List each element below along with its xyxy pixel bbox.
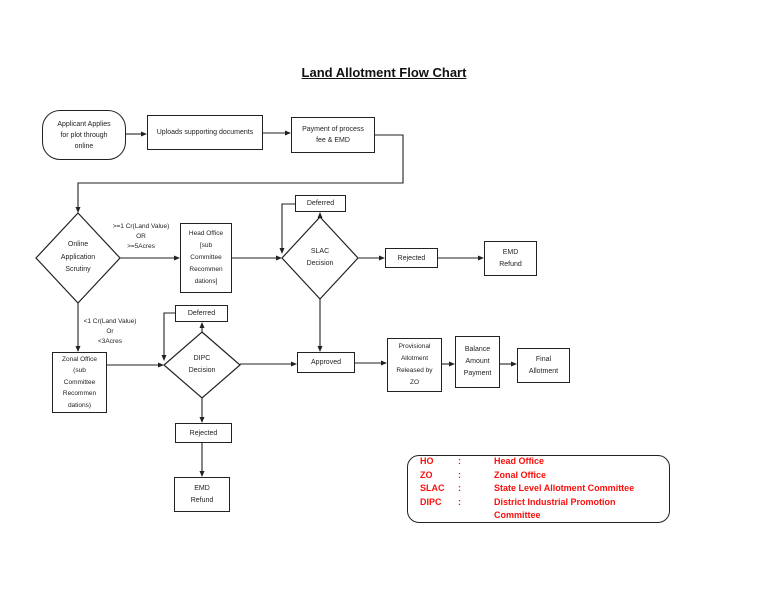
edge-payment-scrutiny — [77, 134, 404, 207]
arrowhead — [174, 255, 180, 261]
arrowhead — [449, 361, 455, 367]
final-allotment-node: Final Allotment — [517, 348, 570, 383]
arrowhead — [317, 212, 323, 218]
approved-node: Approved — [297, 352, 355, 373]
slac-rejected-node: Rejected — [385, 248, 438, 268]
legend-full: Zonal Office — [494, 469, 547, 480]
legend-full: District Industrial Promotion Committee — [494, 496, 616, 521]
legend-full: State Level Allotment Committee — [494, 483, 635, 494]
dipc-rejected-node: Rejected — [175, 423, 232, 443]
legend-abbr: ZO — [420, 469, 433, 480]
condition-label-low-value: <1 Cr(Land Value) Or <3Acres — [83, 318, 137, 345]
balance-payment-node: Balance Amount Payment — [455, 336, 500, 388]
head-office-node: Head Office [sub Committee Recommen dati… — [180, 223, 232, 293]
arrowhead — [199, 471, 205, 477]
legend-row-slac: SLAC : State Level Allotment Committee — [420, 482, 657, 496]
legend-abbr: SLAC — [420, 483, 445, 494]
page-title: Land Allotment Flow Chart — [301, 65, 467, 80]
arrowhead — [379, 255, 385, 261]
scrutiny-decision-label: Online Application Scrutiny — [60, 241, 96, 274]
arrowhead — [75, 207, 81, 213]
dipc-emd-refund-node: EMD Refund — [174, 477, 230, 512]
legend-full: Head Office — [494, 456, 545, 467]
legend-colon: : — [458, 469, 461, 480]
legend-abbr: DIPC — [420, 496, 442, 507]
slac-emd-refund-node: EMD Refund — [484, 241, 537, 276]
legend-colon: : — [458, 483, 461, 494]
arrowhead — [199, 322, 205, 328]
slac-decision-label: SLAC Decision — [306, 248, 334, 267]
dipc-diamond-shape — [163, 331, 241, 399]
legend-row-zo: ZO : Zonal Office — [420, 469, 657, 483]
provisional-allotment-node: Provisional Allotment Released by ZO — [387, 338, 442, 392]
arrowhead — [276, 255, 282, 261]
dipc-deferred-node: Deferred — [175, 305, 228, 322]
arrowhead — [511, 361, 517, 367]
scrutiny-diamond-shape — [35, 212, 121, 304]
legend-colon: : — [458, 496, 461, 507]
zonal-office-node: Zonal Office (sub Committee Recommen dat… — [52, 352, 107, 413]
arrowhead — [291, 361, 297, 367]
legend-colon: : — [458, 456, 461, 467]
arrowhead — [158, 362, 164, 368]
payment-node: Payment of process fee & EMD — [291, 117, 375, 153]
edge-deferred-dipc-loop — [163, 312, 175, 355]
start-node: Applicant Applies for plot through onlin… — [42, 110, 126, 160]
arrowhead — [381, 360, 387, 366]
condition-label-high-value: >=1 Cr(Land Value) OR >=5Acres — [112, 223, 170, 250]
arrowhead — [75, 346, 81, 352]
arrowhead — [199, 417, 205, 423]
arrowhead — [161, 355, 167, 361]
arrowhead — [279, 248, 285, 254]
slac-deferred-node: Deferred — [295, 195, 346, 212]
legend-row-ho: HO : Head Office — [420, 455, 657, 469]
arrowhead — [141, 131, 147, 137]
legend-row-dipc: DIPC : District Industrial Promotion Com… — [420, 496, 657, 523]
dipc-decision-label: DIPC Decision — [188, 355, 216, 374]
arrowhead — [478, 255, 484, 261]
legend-abbr: HO — [420, 456, 434, 467]
edge-deferred-slac-loop — [281, 203, 295, 248]
uploads-documents-node: Uploads supporting documents — [147, 115, 263, 150]
legend-box: HO : Head Office ZO : Zonal Office SLAC … — [407, 455, 670, 523]
arrowhead — [317, 346, 323, 352]
arrowhead — [285, 130, 291, 136]
slac-diamond-shape — [281, 216, 359, 300]
